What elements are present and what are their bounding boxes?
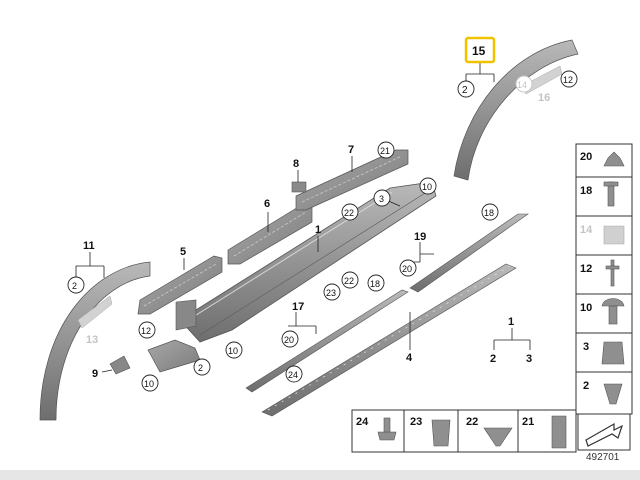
callout-15-highlight-box[interactable] [464, 36, 496, 64]
fastener-label-14: 14 [580, 224, 593, 236]
clip-24-icon [377, 431, 397, 441]
callout-15: 15 [472, 44, 486, 58]
clip-22-icon [483, 427, 513, 447]
fastener-label-2: 2 [583, 380, 589, 392]
wheel-arch-front-part [39, 261, 151, 421]
clip-9-part [109, 355, 131, 375]
callout-19: 19 [414, 231, 426, 243]
bottom-fastener-panel: 24 23 22 21 [351, 409, 631, 453]
fastener-label-21: 21 [522, 416, 534, 428]
callout-2-low: 2 [198, 363, 203, 373]
callout-labels: 15 2 14 16 12 8 7 21 10 3 6 22 18 11 5 1… [67, 36, 578, 392]
callout-3-right: 3 [526, 353, 532, 365]
clip-8-part [291, 181, 307, 193]
callout-8: 8 [293, 158, 299, 170]
nut-3-icon [601, 341, 625, 365]
callout-3: 3 [379, 194, 384, 204]
callout-20-lower: 20 [284, 335, 294, 345]
clip-2-icon [603, 383, 623, 405]
trim-strip-18-upper-part [409, 213, 529, 293]
callout-2-left: 2 [72, 281, 77, 291]
callout-14-faded: 14 [517, 80, 527, 90]
callout-10: 10 [422, 182, 432, 192]
trim-strip-4-part [261, 263, 517, 417]
callout-4: 4 [406, 352, 413, 364]
callout-2-right: 2 [490, 353, 496, 365]
callout-10-low: 10 [144, 379, 154, 389]
callout-18: 18 [484, 208, 494, 218]
callout-10-mid: 10 [228, 346, 238, 356]
fastener-label-18: 18 [580, 185, 592, 197]
bracket-7-part [295, 149, 409, 211]
fastener-panel: 20 18 14 12 10 3 2 [575, 143, 633, 415]
clip-21-icon [551, 415, 567, 449]
callout-2: 2 [462, 85, 468, 96]
callout-22-mid: 22 [344, 276, 354, 286]
callout-7: 7 [348, 144, 354, 156]
fastener-label-10: 10 [580, 302, 592, 314]
fastener-label-22: 22 [466, 416, 478, 428]
trim-strip-18-lower-part [245, 289, 409, 393]
callout-5: 5 [180, 246, 186, 258]
callout-6: 6 [264, 198, 270, 210]
fastener-label-12: 12 [580, 263, 592, 275]
arrow-icon [585, 422, 624, 447]
callout-13-faded: 13 [86, 334, 98, 346]
front-bracket-part [147, 299, 201, 373]
fastener-label-23: 23 [410, 416, 422, 428]
rivet-10-icon [601, 298, 625, 307]
diagram-code: 492701 [586, 452, 620, 463]
callout-18-lower: 18 [370, 279, 380, 289]
callout-20: 20 [402, 264, 412, 274]
fastener-label-24: 24 [356, 416, 369, 428]
callout-17: 17 [292, 301, 304, 313]
clip-14-icon [603, 225, 625, 245]
footer-bar [0, 470, 640, 480]
bracket-5-part [137, 255, 223, 315]
callout-21: 21 [380, 146, 390, 156]
clip-20-icon [603, 151, 625, 167]
callout-22: 22 [344, 208, 354, 218]
fastener-label-3: 3 [583, 341, 589, 353]
callout-12: 12 [563, 75, 573, 85]
pin-12-icon [610, 259, 615, 287]
callout-11: 11 [83, 240, 95, 252]
clip-23-icon [431, 419, 451, 447]
wheel-arch-rear-part [453, 39, 579, 181]
callout-1: 1 [315, 224, 321, 236]
callout-1-right: 1 [508, 316, 514, 328]
fastener-label-20: 20 [580, 151, 592, 163]
callout-16-faded: 16 [538, 92, 550, 104]
callout-9: 9 [92, 368, 98, 380]
callout-12-left: 12 [141, 326, 151, 336]
callout-24: 24 [288, 370, 298, 380]
callout-23: 23 [326, 288, 336, 298]
